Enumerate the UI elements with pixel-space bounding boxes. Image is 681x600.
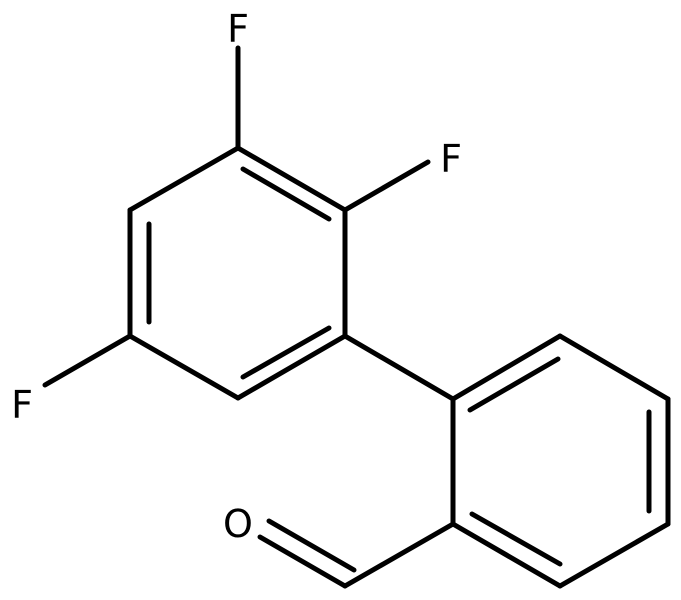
atom-o-aldehyde: O <box>223 502 253 546</box>
atom-f-left: F <box>11 383 33 427</box>
double-bond-inner-d5-d6 <box>469 511 563 567</box>
bond-c1-c2 <box>235 145 348 213</box>
bond-c2-f-right <box>342 159 431 213</box>
bond-d2-d3 <box>557 333 671 402</box>
bond-ring-cho <box>342 521 456 589</box>
double-bond-inner-d1-d2 <box>467 356 561 413</box>
bond-c4-c5 <box>127 333 241 401</box>
bond-c6-c1 <box>127 145 241 213</box>
bond-biaryl <box>342 333 456 402</box>
bond-c3-c4 <box>235 333 348 401</box>
bond-cho-double-1 <box>257 534 348 589</box>
bond-d4-d5 <box>557 521 671 589</box>
bond-d5-d6 <box>450 521 563 589</box>
atom-f-top: F <box>227 7 249 51</box>
double-bond-inner-c3-c4 <box>240 325 332 380</box>
double-bond-inner-c1-c2 <box>240 166 332 222</box>
bond-d1-d2 <box>450 333 563 402</box>
atom-f-right: F <box>440 137 462 181</box>
bond-cho-double-2 <box>266 518 357 573</box>
bond-c5-f-left <box>42 333 133 388</box>
